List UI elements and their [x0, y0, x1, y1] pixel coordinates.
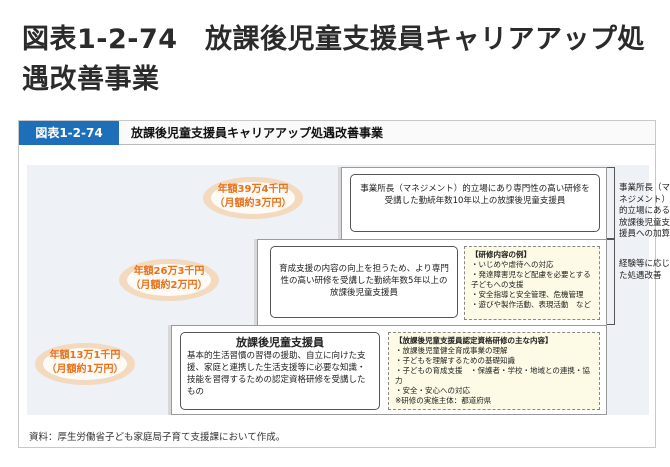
source-note: 資料：厚生労働省子ども家庭局子育て支援課において作成。 [29, 432, 286, 443]
salary-glow-shape [35, 343, 135, 385]
tier-certified-title: 放課後児童支援員 [236, 336, 324, 349]
figure-panel: 図表1-2-74 放課後児童支援員キャリアアップ処遇改善事業 事業所長（マネジメ… [18, 120, 670, 448]
bracket-experience-improvement [607, 239, 615, 325]
tier-manager: 事業所長（マネジメント）的立場にあり専門性の高い研修を受講した勤続年数10年以上… [341, 167, 607, 239]
salary-monthly: （月額約1万円） [46, 364, 124, 375]
bracket-manager-addition [607, 167, 615, 239]
salary-monthly: （月額約3万円） [214, 198, 292, 209]
training-examples-title: 【研修内容の例】 [471, 250, 531, 259]
side-note-manager-addition: 事業所長（マネジメント）的立場にある放課後児童支援員への加算 [619, 183, 670, 239]
staircase-diagram: 事業所長（マネジメント）的立場にあり専門性の高い研修を受講した勤続年数10年以上… [27, 165, 670, 415]
tier-manager-description: 事業所長（マネジメント）的立場にあり専門性の高い研修を受講した勤続年数10年以上… [350, 174, 600, 232]
figure-title: 放課後児童支援員キャリアアップ処遇改善事業 [131, 126, 384, 140]
side-note-experience-improvement: 経験等に応じた処遇改善 [619, 259, 670, 281]
tier-certified-training-content: 【放課後児童支援員認定資格研修の主な内容】 ・放課後児童健全育成事業の理解 ・子… [388, 332, 600, 410]
training-item: ・遊びや製作活動、表現活動 など [471, 300, 591, 309]
salary-annual: 年額26万3千円 [133, 266, 205, 277]
training-item: ・安全指導と安全管理、危機管理 [471, 290, 584, 299]
certification-training-title: 【放課後児童支援員認定資格研修の主な内容】 [395, 336, 553, 345]
tier-certified-description: 放課後児童支援員 基本的生活習慣の習得の援助、自立に向けた支援、家庭と連携した生… [180, 332, 380, 410]
figure-header: 図表1-2-74 放課後児童支援員キャリアアップ処遇改善事業 [19, 121, 655, 145]
salary-label-tier2: 年額26万3千円 （月額約2万円） [119, 259, 219, 301]
salary-annual: 年額39万4千円 [217, 184, 289, 195]
tier-certified: 放課後児童支援員 基本的生活習慣の習得の援助、自立に向けた支援、家庭と連携した生… [171, 325, 607, 415]
salary-label-tier3: 年額39万4千円 （月額約3万円） [203, 177, 303, 219]
salary-label-tier1: 年額13万1千円 （月額約1万円） [35, 343, 135, 385]
tier-certified-text: 基本的生活習慣の習得の援助、自立に向けた支援、家庭と連携した生活支援等に必要な知… [187, 351, 366, 397]
figure-label: 図表1-2-74 [19, 121, 119, 145]
training-item: ・子どもを理解するための基礎知識 [395, 356, 515, 365]
training-item: ・安全・安心への対応 [395, 386, 470, 395]
salary-glow-shape [119, 259, 219, 301]
tier-experienced-training-examples: 【研修内容の例】 ・いじめや虐待への対応 ・発達障害児など配慮を必要とする子ども… [464, 246, 600, 320]
training-item: ・放課後児童健全育成事業の理解 [395, 346, 508, 355]
salary-monthly: （月額約2万円） [130, 280, 208, 291]
page-title: 図表1-2-74 放課後児童支援員キャリアアップ処遇改善事業 [22, 24, 646, 95]
salary-annual: 年額13万1千円 [49, 350, 121, 361]
training-item: ・いじめや虐待への対応 [471, 260, 554, 269]
training-item: ・発達障害児など配慮を必要とする子どもへの支援 [471, 270, 591, 289]
salary-glow-shape [203, 177, 303, 219]
tier-experienced-description: 育成支援の内容の向上を担うため、より専門性の高い研修を受講した勤続年数5年以上の… [270, 246, 458, 318]
training-note: ※研修の実施主体：都道府県 [395, 396, 492, 405]
tier-experienced: 育成支援の内容の向上を担うため、より専門性の高い研修を受講した勤続年数5年以上の… [257, 239, 607, 325]
training-item: ・子どもの育成支援 ・保護者・学校・地域との連携・協力 [395, 366, 590, 385]
